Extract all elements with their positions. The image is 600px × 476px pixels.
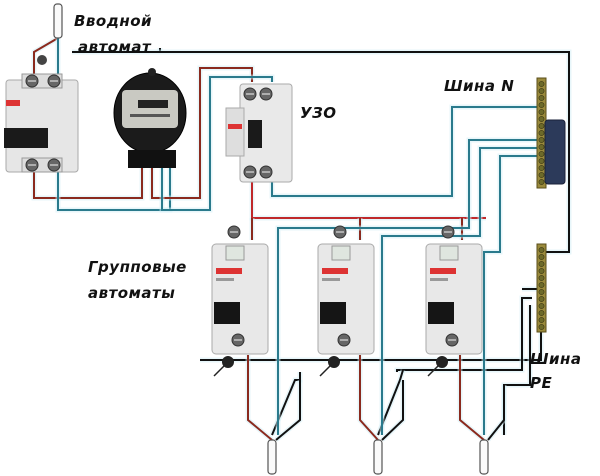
input-cable-end <box>53 3 63 39</box>
group-breaker-2-brand-label <box>322 268 348 274</box>
pe-bus-screw <box>538 324 545 330</box>
electric-meter-terminal-block <box>128 150 176 168</box>
pe-bus-screw <box>538 275 545 281</box>
pe-bus-screw <box>538 282 545 288</box>
ground-wire-pe-2 <box>396 297 532 372</box>
group-breaker-1-seal-wire <box>213 365 225 377</box>
electric-meter-counter <box>138 100 168 108</box>
pe-bus-screw <box>538 317 545 323</box>
neutral-bus-screw <box>538 109 545 115</box>
group-breaker-2-toggle <box>320 302 346 324</box>
label-pe-bus-2: PE <box>530 374 553 392</box>
pe-bus-screw <box>538 289 545 295</box>
group-breaker-2-rating <box>322 278 340 281</box>
group-breaker-1-seal <box>222 356 234 368</box>
phase-wire-load-2 <box>359 355 379 441</box>
neutral-bus-screw <box>538 130 545 136</box>
group-breaker-1-rating <box>216 278 234 281</box>
neutral-bus-screw <box>538 144 545 150</box>
neutral-wire-load-2 <box>381 147 540 435</box>
phase-wire-load-1 <box>247 355 273 441</box>
input-breaker-toggle <box>4 128 48 148</box>
ground-wire-load-1 <box>275 380 301 441</box>
label-neutral-bus: Шина N <box>444 77 515 95</box>
ground-wire-load-2 <box>381 380 404 441</box>
pe-bus-screw <box>538 296 545 302</box>
pe-bus-screw <box>538 247 545 253</box>
neutral-bus-screw <box>538 158 545 164</box>
electric-meter-hook <box>148 68 156 76</box>
group-breaker-3-seal-wire <box>427 365 439 377</box>
neutral-bus-screw <box>538 116 545 122</box>
neutral-bus-screw <box>538 179 545 185</box>
neutral-bus-din-holder <box>544 119 566 185</box>
neutral-bus-screw <box>538 102 545 108</box>
input-breaker-brand-label <box>6 100 20 106</box>
rcd-toggle <box>248 120 262 148</box>
ground-wire-load-3 <box>487 385 505 441</box>
neutral-bus-screw <box>538 151 545 157</box>
pe-bus-bar <box>536 243 547 333</box>
neutral-bus-screw <box>538 165 545 171</box>
neutral-bus-screw <box>538 137 545 143</box>
label-pe-bus-1: Шина <box>530 350 582 368</box>
output-cable-end-3 <box>479 439 489 475</box>
neutral-wire-load-1 <box>277 139 540 435</box>
label-input-breaker-1: Вводной <box>74 12 153 30</box>
neutral-bus-screw <box>538 81 545 87</box>
rcd-brand-label <box>228 124 242 129</box>
electric-meter-face <box>122 90 178 128</box>
neutral-bus-screw <box>538 123 545 129</box>
neutral-bus-screw <box>538 95 545 101</box>
label-rcd: УЗО <box>300 104 337 122</box>
neutral-bus-screw <box>538 172 545 178</box>
ground-wire-top <box>72 51 570 253</box>
group-breaker-1-brand-label <box>216 268 242 274</box>
neutral-bus-screw <box>538 88 545 94</box>
neutral-wire-load-3 <box>483 155 540 435</box>
electric-meter-scale <box>130 114 170 117</box>
phase-wire-input <box>33 37 59 80</box>
group-breaker-2-seal <box>328 356 340 368</box>
group-breaker-2-top-terminal <box>331 245 351 261</box>
group-breaker-3-brand-label <box>430 268 456 274</box>
pe-bus-screw <box>538 268 545 274</box>
group-breaker-3-rating <box>430 278 448 281</box>
output-cable-end-2 <box>373 439 383 475</box>
phase-wire-load-3 <box>459 355 485 441</box>
group-breaker-1-top-terminal <box>225 245 245 261</box>
pe-bus-screw <box>538 310 545 316</box>
label-group-breakers-2: автоматы <box>88 284 176 302</box>
phase-wire-meter-rcd <box>151 67 253 199</box>
pe-bus-screw <box>538 303 545 309</box>
pe-bus-screw <box>538 254 545 260</box>
phase-wire-breaker-meter <box>33 160 143 199</box>
ground-wire-out2 <box>377 369 404 436</box>
neutral-wire-rcd-bus <box>271 106 540 197</box>
label-input-breaker-2: автомат <box>78 38 152 56</box>
label-group-breakers-1: Групповые <box>88 258 187 276</box>
group-breaker-3-seal <box>436 356 448 368</box>
neutral-wire-breaker-meter <box>57 162 171 211</box>
group-breaker-2-seal-wire <box>319 365 331 377</box>
output-cable-end-1 <box>267 439 277 475</box>
pe-bus-screw <box>538 261 545 267</box>
input-breaker-seal <box>37 55 47 65</box>
group-breaker-3-top-terminal <box>439 245 459 261</box>
group-breaker-1-toggle <box>214 302 240 324</box>
group-breaker-3-toggle <box>428 302 454 324</box>
neutral-wire-meter-rcd <box>161 76 273 211</box>
rcd-label-panel <box>225 107 245 157</box>
